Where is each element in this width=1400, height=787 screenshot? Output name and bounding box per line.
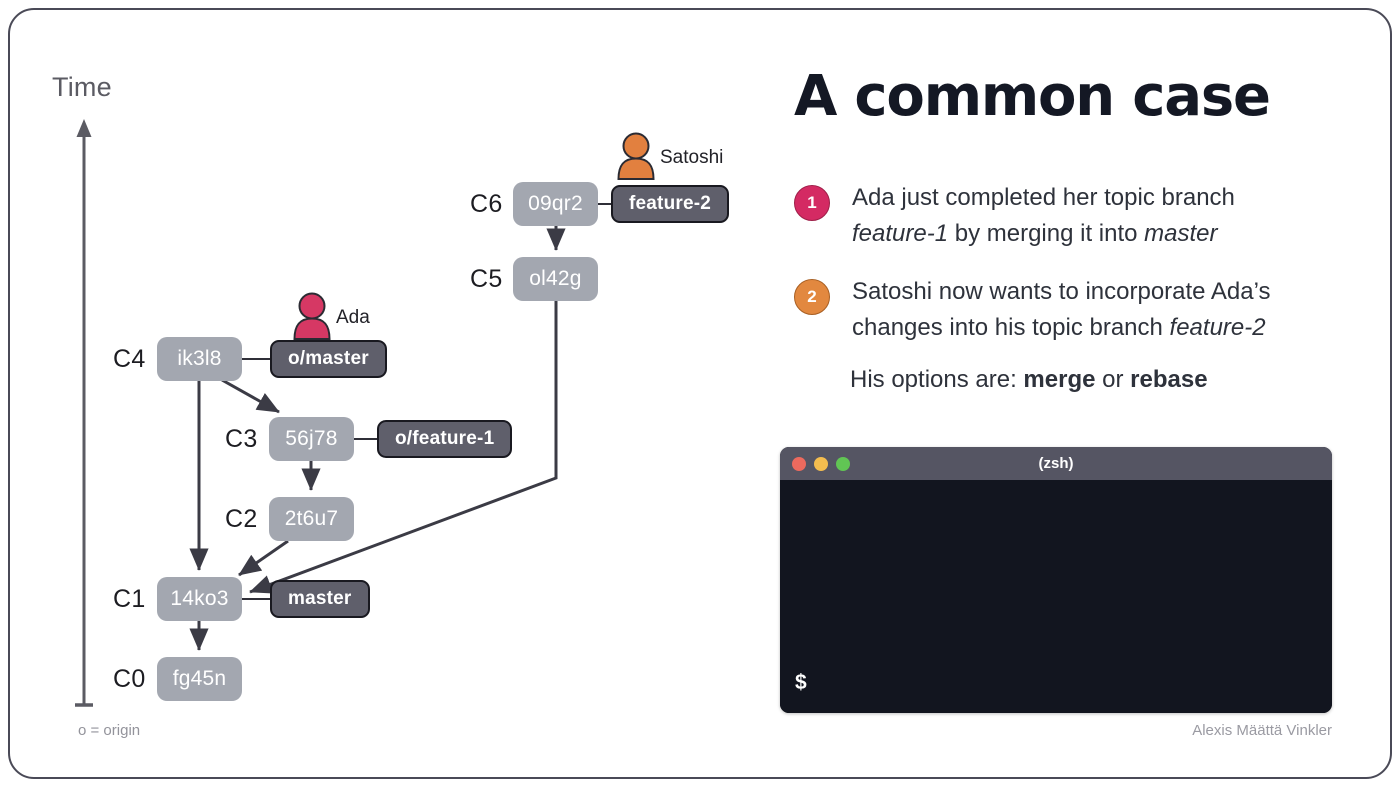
bullet-1-em-feature1: feature-1 xyxy=(852,220,949,248)
branch-label-master[interactable]: master xyxy=(270,580,370,618)
avatar-label-ada: Ada xyxy=(336,307,370,328)
edge-c4-c3 xyxy=(221,378,280,414)
bullet-badge-1: 1 xyxy=(794,185,830,221)
terminal-title: (zsh) xyxy=(1038,455,1074,472)
satoshi-avatar-icon xyxy=(617,132,655,180)
terminal-window-controls xyxy=(792,456,850,471)
branch-label-feature-2[interactable]: feature-2 xyxy=(611,185,730,223)
author-credit: Alexis Määttä Vinkler xyxy=(1192,722,1332,739)
bullet-item-1: 1 Ada just completed her topic branch fe… xyxy=(794,180,1374,253)
option-merge: merge xyxy=(1023,366,1096,393)
time-axis-label: Time xyxy=(52,72,112,102)
maximize-icon[interactable] xyxy=(836,456,850,471)
branch-label-o-master[interactable]: o/master xyxy=(270,340,387,378)
bullet-2-line1: Satoshi now wants to incorporate Ada’s xyxy=(852,278,1271,305)
bullet-2-mid: changes into his topic branch xyxy=(852,314,1170,342)
bullet-badge-2: 2 xyxy=(794,279,830,315)
commit-node-c1[interactable]: 14ko3 xyxy=(157,577,242,621)
bullet-item-2: 2 Satoshi now wants to incorporate Ada’s… xyxy=(794,274,1374,347)
close-icon[interactable] xyxy=(792,456,806,471)
bullet-text-1: Ada just completed her topic branch feat… xyxy=(852,180,1235,253)
commit-tag-c3: C3 xyxy=(225,425,258,453)
ada-avatar-icon xyxy=(293,292,331,340)
options-line: His options are: merge or rebase xyxy=(850,366,1208,394)
edge-c5-c1 xyxy=(249,301,558,594)
bullet-1-line1: Ada just completed her topic branch xyxy=(852,184,1235,211)
time-axis-arrow xyxy=(75,119,93,707)
options-joiner: or xyxy=(1095,366,1131,393)
bullet-2-em-feature2: feature-2 xyxy=(1169,314,1266,342)
minimize-icon[interactable] xyxy=(814,456,828,471)
option-rebase: rebase xyxy=(1130,366,1208,393)
commit-tag-c6: C6 xyxy=(470,190,503,218)
commit-node-c6[interactable]: 09qr2 xyxy=(513,182,598,226)
commit-tag-c5: C5 xyxy=(470,265,503,293)
bullet-1-em-master: master xyxy=(1144,220,1218,248)
commit-node-c2[interactable]: 2t6u7 xyxy=(269,497,354,541)
commit-node-c0[interactable]: fg45n xyxy=(157,657,242,701)
commit-node-c3[interactable]: 56j78 xyxy=(269,417,354,461)
graph-edges-svg xyxy=(75,119,655,707)
commit-tag-c0: C0 xyxy=(113,665,146,693)
avatar-label-satoshi: Satoshi xyxy=(660,147,724,168)
bullet-text-2: Satoshi now wants to incorporate Ada’s c… xyxy=(852,274,1270,347)
options-prefix: His options are: xyxy=(850,366,1024,393)
bullet-1-mid: by merging it into xyxy=(948,220,1145,248)
terminal-window[interactable]: (zsh) $ xyxy=(780,447,1332,713)
origin-legend-note: o = origin xyxy=(78,722,141,739)
git-commit-graph: Time o = origin xyxy=(52,72,730,739)
commit-node-c5[interactable]: ol42g xyxy=(513,257,598,301)
terminal-prompt: $ xyxy=(795,671,807,694)
page-title: A common case xyxy=(794,64,1271,129)
explanation-panel: A common case 1 Ada just completed her t… xyxy=(780,0,1400,787)
commit-tag-c4: C4 xyxy=(113,345,146,373)
commit-node-c4[interactable]: ik3l8 xyxy=(157,337,242,381)
commit-tag-c1: C1 xyxy=(113,585,146,613)
edge-c2-c1 xyxy=(238,539,289,577)
branch-label-o-feature-1[interactable]: o/feature-1 xyxy=(377,420,513,458)
commit-tag-c2: C2 xyxy=(225,505,258,533)
terminal-body[interactable]: $ xyxy=(780,480,1332,713)
terminal-title-bar[interactable]: (zsh) xyxy=(780,447,1332,480)
